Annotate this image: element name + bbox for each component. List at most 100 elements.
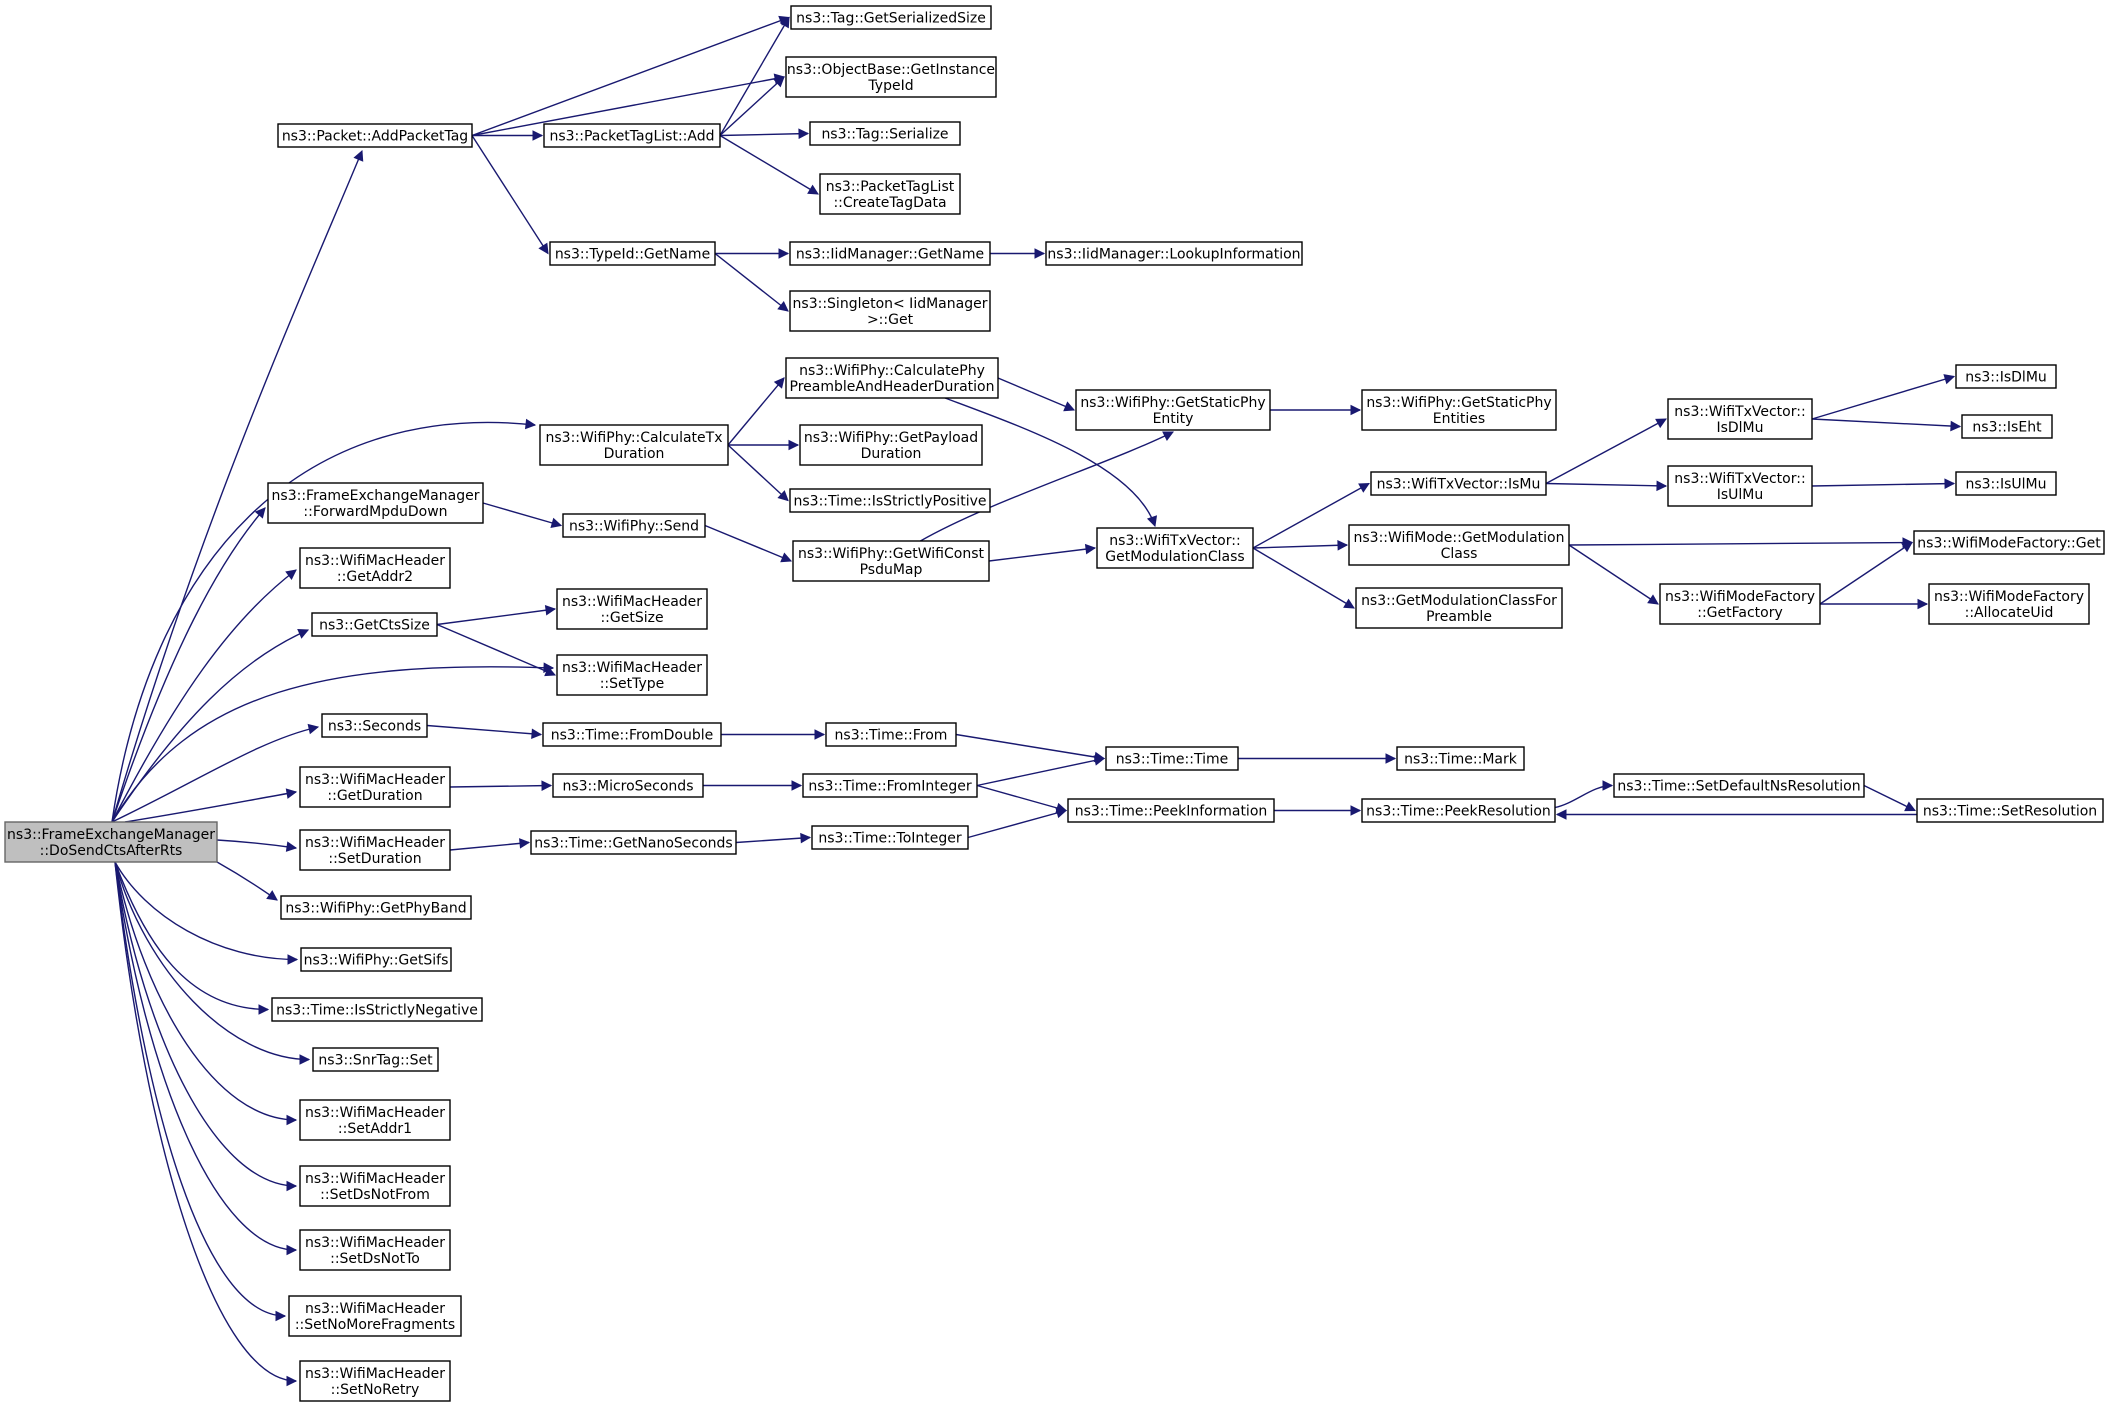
edge-root-to-addPacketTag-arrowhead [353, 149, 364, 162]
edge-root-to-seconds [111, 726, 319, 823]
node-setNoMoreFrag[interactable]: ns3::WifiMacHeader::SetNoMoreFragments [288, 1295, 462, 1337]
node-label-line: ns3::WifiPhy::Send [569, 519, 699, 535]
node-root: ns3::FrameExchangeManager::DoSendCtsAfte… [4, 821, 218, 863]
node-seconds[interactable]: ns3::Seconds [321, 713, 428, 738]
node-isStrictlyPos[interactable]: ns3::Time::IsStrictlyPositive [789, 488, 991, 513]
node-txvIsMu[interactable]: ns3::WifiTxVector::IsMu [1370, 471, 1547, 496]
node-toInteger[interactable]: ns3::Time::ToInteger [811, 825, 969, 850]
node-wifiPhySend[interactable]: ns3::WifiPhy::Send [562, 513, 706, 538]
node-label-line: ns3::Packet::AddPacketTag [282, 129, 468, 145]
node-box [543, 123, 721, 148]
node-box [4, 821, 218, 863]
node-timeFrom[interactable]: ns3::Time::From [825, 722, 957, 747]
node-label-line: ::AllocateUid [1965, 605, 2054, 621]
node-calcPhyPreamble[interactable]: ns3::WifiPhy::CalculatePhyPreambleAndHea… [785, 357, 999, 399]
node-label-line: ns3::WifiMacHeader [305, 1105, 445, 1121]
edge-txvIsUlMu-to-isUlMu-arrowhead [1944, 478, 1956, 489]
node-setDuration[interactable]: ns3::WifiMacHeader::SetDuration [299, 829, 451, 871]
node-isDlMu[interactable]: ns3::IsDlMu [1955, 364, 2057, 389]
node-label-line: ns3::WifiMacHeader [305, 835, 445, 851]
node-peekRes[interactable]: ns3::Time::PeekResolution [1361, 798, 1556, 823]
node-wmfAllocUid[interactable]: ns3::WifiModeFactory::AllocateUid [1928, 583, 2090, 625]
node-label-line: ns3::Time::PeekResolution [1366, 804, 1551, 820]
edge-calcPhyPreamble-to-getStaticPhyEntity [997, 377, 1075, 411]
node-wifiModeGetModClass[interactable]: ns3::WifiMode::GetModulationClass [1348, 524, 1570, 566]
node-label-line: PreambleAndHeaderDuration [790, 379, 995, 395]
edge-calcTxDuration-to-calcPhyPreamble [727, 377, 785, 446]
node-getCtsSize[interactable]: ns3::GetCtsSize [311, 612, 438, 637]
node-isUlMu[interactable]: ns3::IsUlMu [1955, 471, 2057, 496]
node-box [1667, 465, 1813, 507]
node-label-line: ns3::TypeId::GetName [555, 247, 710, 263]
node-box [811, 825, 969, 850]
node-addPacketTag[interactable]: ns3::Packet::AddPacketTag [277, 123, 473, 148]
node-wmfGetFactory[interactable]: ns3::WifiModeFactory::GetFactory [1659, 583, 1821, 625]
node-label-line: ns3::Time::Time [1116, 752, 1228, 768]
node-ptlCreateTagData[interactable]: ns3::PacketTagList::CreateTagData [819, 173, 961, 215]
node-getSifs[interactable]: ns3::WifiPhy::GetSifs [300, 947, 452, 972]
edge-root-to-wmhSetType [111, 666, 554, 823]
node-box [1913, 530, 2105, 555]
node-getModClass[interactable]: ns3::WifiTxVector::GetModulationClass [1096, 527, 1254, 569]
node-isEht[interactable]: ns3::IsEht [1961, 414, 2053, 439]
edge-typeIdGetName-to-singletonGet [714, 252, 789, 312]
node-ptlAdd[interactable]: ns3::PacketTagList::Add [543, 123, 721, 148]
node-typeIdGetName[interactable]: ns3::TypeId::GetName [549, 241, 716, 266]
node-box [1928, 583, 2090, 625]
node-getNanoSeconds[interactable]: ns3::Time::GetNanoSeconds [530, 830, 737, 855]
node-wmhGetSize[interactable]: ns3::WifiMacHeader::GetSize [556, 588, 708, 630]
node-timeTime[interactable]: ns3::Time::Time [1105, 746, 1239, 771]
edge-timeFromInteger-to-timeTime-arrowhead [1093, 755, 1106, 766]
node-setNoRetry[interactable]: ns3::WifiMacHeader::SetNoRetry [299, 1360, 451, 1402]
node-setAddr1[interactable]: ns3::WifiMacHeader::SetAddr1 [299, 1099, 451, 1141]
node-wmfGet[interactable]: ns3::WifiModeFactory::Get [1913, 530, 2105, 555]
node-microSeconds[interactable]: ns3::MicroSeconds [552, 773, 704, 798]
node-label-line: ns3::WifiMacHeader [305, 1301, 445, 1317]
node-iidLookup[interactable]: ns3::IidManager::LookupInformation [1045, 241, 1303, 266]
edge-addPacketTag-to-typeIdGetName [471, 135, 549, 254]
node-isStrictlyNeg[interactable]: ns3::Time::IsStrictlyNegative [271, 997, 483, 1022]
node-getAddr2[interactable]: ns3::WifiMacHeader::GetAddr2 [299, 547, 451, 589]
node-setRes[interactable]: ns3::Time::SetResolution [1916, 798, 2104, 823]
node-forwardMpdu[interactable]: ns3::FrameExchangeManager::ForwardMpduDo… [267, 482, 484, 524]
node-label-line: ns3::WifiModeFactory [1934, 589, 2084, 605]
edge-txvIsDlMu-to-isDlMu [1811, 375, 1955, 420]
node-wmhSetType[interactable]: ns3::WifiMacHeader::SetType [556, 654, 708, 696]
node-getDuration[interactable]: ns3::WifiMacHeader::GetDuration [299, 766, 451, 808]
edge-typeIdGetName-to-singletonGet-arrowhead [777, 300, 789, 312]
edge-getCtsSize-to-wmhGetSize [436, 608, 556, 626]
edge-getDuration-to-microSeconds-arrowhead [541, 780, 553, 791]
edge-getStaticPhyEntity-to-getStaticPhyEntities-arrowhead [1350, 404, 1362, 416]
node-tagGetSerSize[interactable]: ns3::Tag::GetSerializedSize [790, 5, 992, 30]
edge-getModClass-to-txvIsMu-arrowhead [1358, 482, 1370, 493]
node-timeFromInteger[interactable]: ns3::Time::FromInteger [802, 773, 978, 798]
node-txvIsUlMu[interactable]: ns3::WifiTxVector::IsUlMu [1667, 465, 1813, 507]
node-getPhyBand[interactable]: ns3::WifiPhy::GetPhyBand [280, 895, 472, 920]
node-box [1961, 414, 2053, 439]
node-tagSerialize[interactable]: ns3::Tag::Serialize [809, 121, 961, 146]
node-setDefaultNsRes[interactable]: ns3::Time::SetDefaultNsResolution [1613, 773, 1865, 798]
node-box [785, 357, 999, 399]
node-timeFromDouble[interactable]: ns3::Time::FromDouble [542, 722, 722, 747]
node-singletonGet[interactable]: ns3::Singleton< IidManager>::Get [789, 290, 991, 332]
node-timeMark[interactable]: ns3::Time::Mark [1396, 746, 1525, 771]
node-box [789, 290, 991, 332]
node-iidGetName[interactable]: ns3::IidManager::GetName [789, 241, 991, 266]
node-snrTagSet[interactable]: ns3::SnrTag::Set [312, 1047, 439, 1072]
node-label-line: ns3::WifiMacHeader [305, 772, 445, 788]
node-peekInfo[interactable]: ns3::Time::PeekInformation [1067, 798, 1275, 823]
edge-wmfGetFactory-to-wmfAllocUid-arrowhead [1917, 598, 1929, 610]
edge-timeFrom-to-timeTime [955, 733, 1105, 760]
node-box [539, 424, 729, 466]
node-txvIsDlMu[interactable]: ns3::WifiTxVector::IsDlMu [1667, 398, 1813, 440]
node-label-line: ns3::PacketTagList::Add [549, 129, 714, 145]
node-setDsNotFrom[interactable]: ns3::WifiMacHeader::SetDsNotFrom [299, 1165, 451, 1207]
node-setDsNotTo[interactable]: ns3::WifiMacHeader::SetDsNotTo [299, 1229, 451, 1271]
